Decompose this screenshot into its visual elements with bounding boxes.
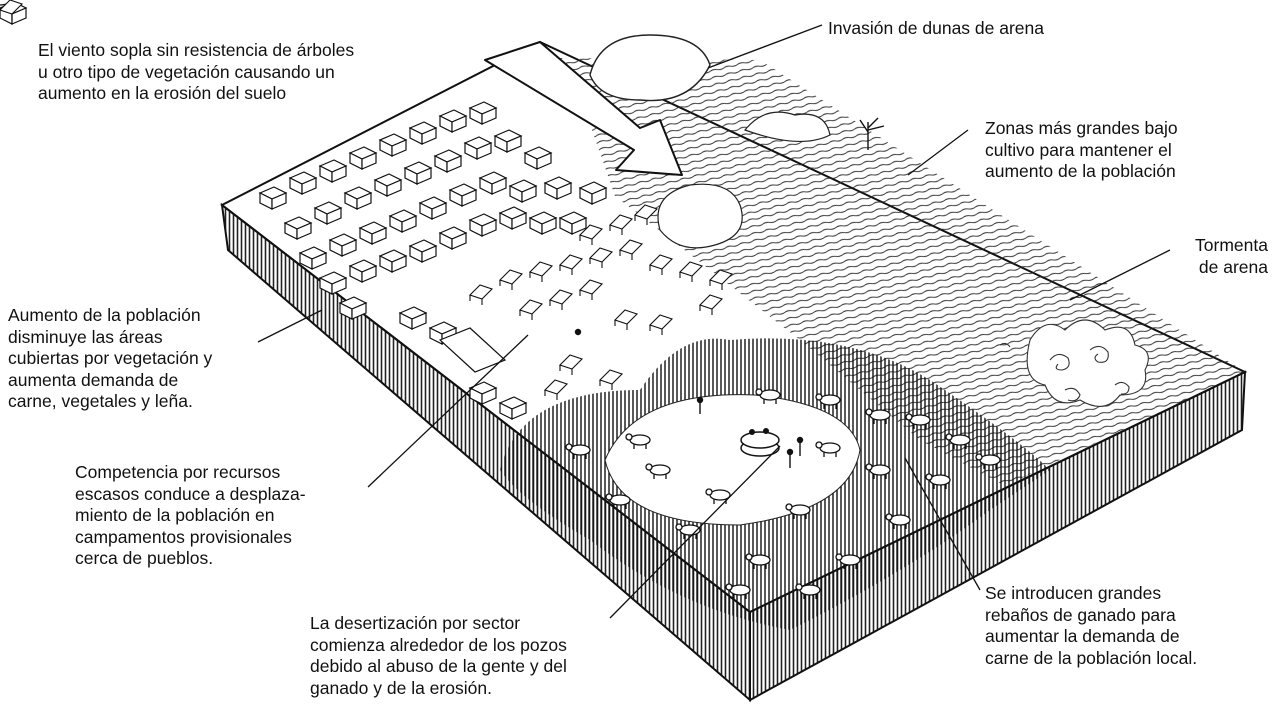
label-desertification: La desertización por sector comienza alr…: [310, 613, 567, 699]
label-cultivation-line-2: cultivo para mantener el: [985, 139, 1172, 160]
label-wind-line-1: El viento sopla sin resistencia de árbol…: [38, 40, 355, 60]
label-population: Aumento de la población disminuye las ár…: [8, 305, 212, 413]
sand-dunes: [589, 34, 711, 102]
well-clearing: [604, 394, 861, 526]
well: [740, 428, 780, 457]
label-competition-line-1: Competencia por recursos: [75, 462, 281, 482]
label-herds-line-3: aumentar la demanda de: [985, 626, 1180, 646]
wind-arrow: [484, 41, 683, 176]
label-competition-line-5: cerca de pueblos.: [75, 548, 214, 568]
label-herds-line-2: rebaños de ganado para: [985, 604, 1176, 625]
label-herds-line-1: Se introducen grandes: [985, 583, 1162, 603]
label-population-line-5: carne, vegetales y leña.: [8, 391, 193, 411]
tree: [859, 117, 885, 150]
label-competition-line-2: escasos conduce a desplaza-: [75, 483, 306, 504]
label-cultivation-line-1: Zonas más grandes bajo: [985, 118, 1178, 138]
label-population-line-3: cubiertas por vegetación y: [8, 348, 213, 368]
label-competition-line-4: campamentos provisionales: [75, 526, 292, 547]
label-storm-line-1: Tormenta: [1195, 235, 1268, 255]
camp-tents: [0, 0, 733, 401]
label-desertification-line-1: La desertización por sector: [310, 613, 521, 633]
label-population-line-1: Aumento de la población: [8, 305, 201, 325]
label-cultivation-line-3: aumento de la población: [985, 161, 1176, 181]
label-desertification-line-3: debido al abuso de la gente y del: [310, 656, 567, 676]
label-competition: Competencia por recursos escasos conduce…: [75, 462, 306, 570]
label-wind-line-2: u otro tipo de vegetación causando un: [38, 61, 335, 82]
right-side-face: [749, 370, 1247, 702]
label-dunes: Invasión de dunas de arena: [828, 18, 1044, 40]
label-storm: Tormenta de arena: [1172, 235, 1268, 278]
terrain-block: [0, 0, 1248, 703]
label-storm-line-2: de arena: [1198, 256, 1268, 277]
label-herds-line-4: carne de la población local.: [985, 647, 1198, 668]
sandstorm: [999, 319, 1149, 407]
building-long: [438, 327, 507, 373]
label-population-line-2: disminuye las áreas: [8, 326, 163, 347]
label-dunes-line-1: Invasión de dunas de arena: [828, 18, 1044, 38]
label-herds: Se introducen grandes rebaños de ganado …: [985, 583, 1197, 669]
label-desertification-line-4: ganado y de la erosión.: [310, 677, 492, 698]
dune-small: [744, 111, 831, 142]
label-wind: El viento sopla sin resistencia de árbol…: [38, 40, 354, 105]
people: [574, 328, 804, 468]
label-cultivation: Zonas más grandes bajo cultivo para mant…: [985, 118, 1178, 183]
label-competition-line-3: miento de la población en: [75, 505, 275, 525]
dune-center: [657, 183, 743, 249]
leader-lines: [257, 24, 1171, 619]
label-desertification-line-2: comienza alrededor de los pozos: [310, 634, 567, 655]
label-population-line-4: aumenta demanda de: [8, 369, 179, 390]
label-wind-line-3: aumento en la erosión del suelo: [38, 83, 287, 103]
